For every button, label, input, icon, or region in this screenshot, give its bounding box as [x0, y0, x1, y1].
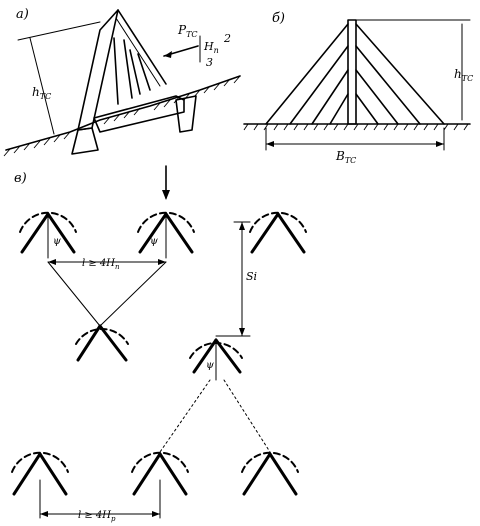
shield-middle-right: ψ	[189, 338, 243, 381]
anchor-block	[175, 95, 197, 133]
shield-bottom-left	[11, 451, 69, 496]
si-arrow-bottom	[239, 328, 245, 336]
shield-post	[77, 9, 119, 131]
h-tc-label-b: hTC	[454, 67, 473, 83]
h-dimension-line	[29, 37, 55, 135]
right-brace-1	[355, 23, 445, 125]
panel-c-letter: в)	[14, 171, 27, 186]
l-top-label: l ≥ 4Hn	[82, 258, 120, 271]
l-top-arrow-left	[48, 259, 56, 265]
si-arrow-top	[239, 222, 245, 230]
brace-1	[113, 37, 119, 105]
psi-1: ψ	[53, 236, 61, 247]
label-two: 2	[223, 32, 231, 45]
left-brace-3	[311, 69, 349, 125]
right-brace-4	[355, 93, 379, 125]
right-brace-3	[355, 69, 399, 125]
panel-b: б) hTC	[243, 11, 473, 165]
shield-middle-left	[75, 324, 129, 362]
force-arrowhead	[164, 51, 172, 58]
p-tc-label: PTC	[177, 23, 198, 39]
l-bottom-label: l ≥ 4Hp	[78, 510, 116, 523]
shield-top-center: ψ	[137, 211, 195, 259]
right-brace-2	[355, 45, 421, 125]
shield-bottom-center	[131, 451, 189, 496]
panel-b-letter: б)	[272, 11, 285, 26]
converge-left	[47, 261, 101, 327]
h-tc-label-a: hTC	[32, 85, 51, 101]
b-arrow-right	[436, 141, 444, 147]
h-dimension-top-ext	[17, 21, 101, 41]
left-brace-4	[329, 93, 349, 125]
psi-3: ψ	[206, 360, 214, 371]
left-brace-1	[265, 23, 349, 125]
l-bottom-arrow-left	[40, 511, 48, 517]
label-three: 3	[206, 56, 213, 69]
l-top-arrow-right	[158, 259, 166, 265]
slope-ground	[5, 75, 241, 151]
shield-bottom-right	[241, 451, 299, 496]
brace-3	[129, 49, 141, 95]
l-bottom-arrow-right	[152, 511, 160, 517]
shield-top-left: ψ	[19, 211, 77, 259]
panel-a: а)	[3, 7, 241, 157]
diverge-right	[223, 379, 271, 453]
foundation	[71, 127, 99, 155]
front-strut-inner	[115, 17, 161, 87]
front-strut	[117, 9, 167, 85]
left-brace-2	[289, 45, 349, 125]
si-label: Si	[246, 270, 257, 283]
shield-top-right	[249, 211, 307, 254]
psi-2: ψ	[150, 236, 158, 247]
b-arrow-left	[266, 141, 274, 147]
diverge-left	[159, 379, 211, 453]
brace-4	[137, 53, 151, 91]
hn-label: Hn	[203, 40, 219, 55]
brace-2	[123, 39, 133, 99]
panel-c: в) ψ ψ l ≥ 4Hn	[11, 165, 307, 523]
converge-right	[99, 261, 167, 327]
post-b	[347, 19, 357, 125]
wind-arrowhead	[162, 190, 170, 200]
ground-b-hatching	[243, 123, 469, 131]
base-beam	[93, 95, 185, 133]
panel-a-letter: а)	[16, 7, 29, 22]
b-tc-label: BTC	[335, 149, 356, 165]
